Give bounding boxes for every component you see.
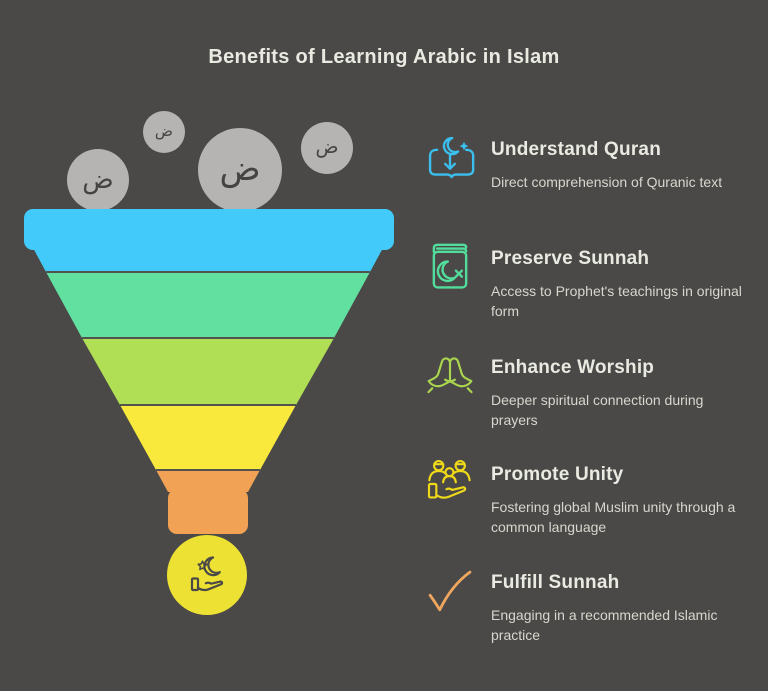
funnel-segment-1 xyxy=(32,246,384,272)
sunnah-book-icon xyxy=(424,240,476,296)
benefit-item-enhance-worship: Enhance Worship Deeper spiritual connect… xyxy=(424,349,754,430)
praying-hands-icon xyxy=(424,349,476,405)
letter-bubble xyxy=(67,149,129,211)
benefit-description: Fostering global Muslim unity through a … xyxy=(491,499,736,535)
funnel-body xyxy=(24,209,394,534)
checkmark-icon xyxy=(424,564,476,620)
letter-bubbles: ض ض ض ض xyxy=(67,111,353,212)
benefit-item-promote-unity: Promote Unity Fostering global Muslim un… xyxy=(424,456,754,537)
benefit-item-fulfill-sunnah: Fulfill Sunnah Engaging in a recommended… xyxy=(424,564,754,645)
benefit-title: Understand Quran xyxy=(491,139,661,160)
benefit-item-preserve-sunnah: Preserve Sunnah Access to Prophet's teac… xyxy=(424,240,754,321)
benefit-description: Engaging in a recommended Islamic practi… xyxy=(491,607,718,643)
benefit-title: Fulfill Sunnah xyxy=(491,572,620,593)
arabic-letter: ض xyxy=(316,136,339,158)
benefit-title: Preserve Sunnah xyxy=(491,248,650,269)
hand-holding-crescent-icon xyxy=(190,556,224,592)
benefit-description: Access to Prophet's teachings in origina… xyxy=(491,283,742,319)
benefit-title: Promote Unity xyxy=(491,464,624,485)
funnel-segment-4 xyxy=(120,405,296,470)
benefit-description: Deeper spiritual connection during praye… xyxy=(491,392,704,428)
hand-holding-people-icon xyxy=(424,456,476,512)
arabic-letter: ض xyxy=(82,165,113,195)
outlet-circle xyxy=(167,535,247,615)
funnel-outlet xyxy=(167,535,247,615)
funnel-mouth-rim xyxy=(24,209,394,250)
letter-bubble xyxy=(301,122,353,174)
arabic-letter: ض xyxy=(219,149,260,189)
page-title: Benefits of Learning Arabic in Islam xyxy=(208,46,560,68)
quran-open-book-icon xyxy=(424,131,476,187)
funnel-diagram: ض ض ض ض xyxy=(24,111,394,615)
funnel-stem xyxy=(168,489,248,534)
benefit-description: Direct comprehension of Quranic text xyxy=(491,174,723,190)
letter-bubble xyxy=(198,128,282,212)
funnel-segment-3 xyxy=(82,338,334,405)
funnel-segment-2 xyxy=(46,272,370,338)
arabic-letter: ض xyxy=(155,122,173,140)
benefit-item-understand-quran: Understand Quran Direct comprehension of… xyxy=(424,131,754,192)
letter-bubble xyxy=(143,111,185,153)
funnel-segment-5 xyxy=(156,470,260,492)
funnel-separators xyxy=(46,271,370,471)
benefit-title: Enhance Worship xyxy=(491,357,655,378)
